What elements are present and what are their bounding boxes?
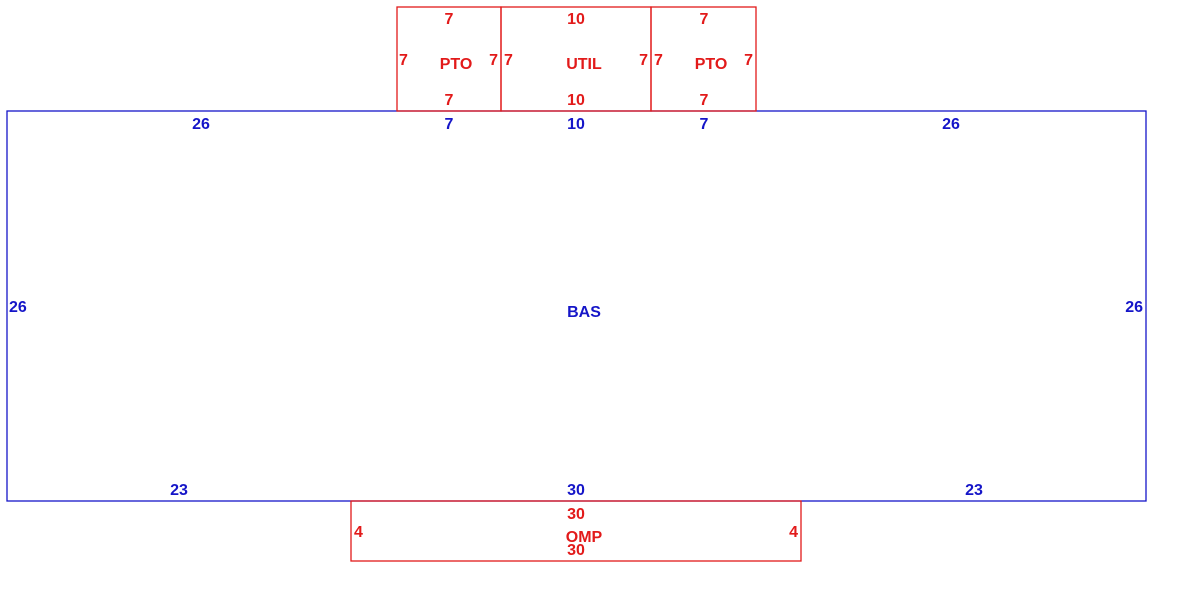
util-dim-right: 7 [639,52,648,69]
bas-dim-top-util: 10 [567,116,585,133]
util-dim-top: 10 [567,11,585,28]
area-bas[interactable]: BAS 26 7 10 7 26 26 26 23 30 23 [6,110,1147,502]
bas-dim-top-left: 26 [192,116,210,133]
area-pto-right[interactable]: PTO 7 7 7 7 [650,6,757,112]
omp-dim-top: 30 [567,506,585,523]
bas-dim-bottom-right: 23 [965,482,983,499]
pto-left-label: PTO [440,56,473,73]
omp-dim-left: 4 [354,524,363,541]
pto-left-dim-left: 7 [399,52,408,69]
pto-right-dim-left: 7 [654,52,663,69]
omp-label: OMP [566,529,603,546]
bas-dim-top-right: 26 [942,116,960,133]
pto-right-dim-right: 7 [744,52,753,69]
pto-right-outline [650,6,757,112]
omp-outline [350,500,802,562]
util-label: UTIL [566,56,602,73]
pto-left-dim-top: 7 [445,11,454,28]
bas-dim-bottom-left: 23 [170,482,188,499]
pto-left-dim-right: 7 [489,52,498,69]
bas-dim-bottom-center: 30 [567,482,585,499]
pto-left-dim-bottom: 7 [445,92,454,109]
bas-label: BAS [567,304,601,321]
pto-right-dim-top: 7 [700,11,709,28]
bas-dim-top-pto1: 7 [445,116,454,133]
bas-dim-left: 26 [9,299,27,316]
util-dim-bottom: 10 [567,92,585,109]
util-dim-left: 7 [504,52,513,69]
pto-right-dim-bottom: 7 [700,92,709,109]
area-pto-left[interactable]: PTO 7 7 7 7 [396,6,502,112]
area-omp[interactable]: OMP 30 30 4 4 [350,500,802,562]
omp-dim-bottom: 30 [567,542,585,559]
bas-dim-top-pto2: 7 [700,116,709,133]
omp-dim-right: 4 [789,524,798,541]
area-util[interactable]: UTIL 10 10 7 7 [500,6,652,112]
bas-dim-right: 26 [1125,299,1143,316]
pto-right-label: PTO [695,56,728,73]
